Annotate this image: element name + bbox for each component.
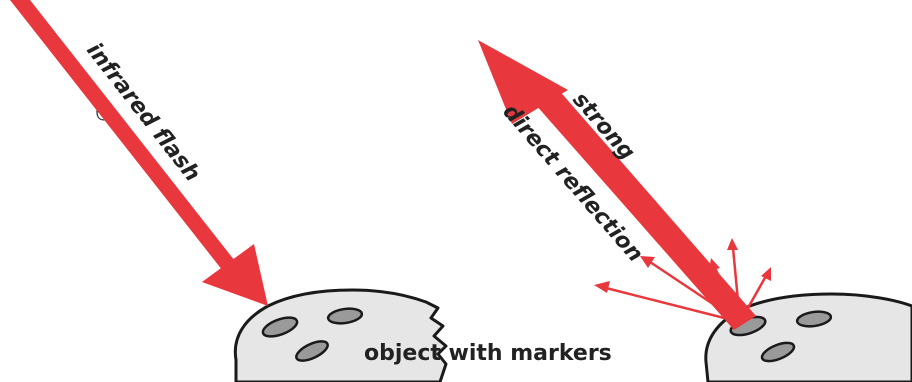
scatter-arrow-head bbox=[594, 281, 610, 293]
infrared-flash-arrow-shaft bbox=[10, 0, 242, 280]
left-object-body bbox=[233, 288, 448, 382]
left-object bbox=[233, 288, 448, 382]
scatter-arrow-head bbox=[640, 256, 655, 268]
marker-dot bbox=[795, 310, 833, 328]
marker-dot bbox=[261, 316, 299, 338]
scatter-arrow-head bbox=[727, 238, 738, 250]
scatter-arrow bbox=[605, 286, 741, 324]
marker-dot bbox=[295, 340, 329, 362]
infrared-flash-arrow-head bbox=[202, 244, 268, 306]
marker-dot bbox=[760, 341, 796, 363]
marker-dot bbox=[326, 307, 364, 325]
scatter-arrow-head bbox=[761, 267, 771, 281]
direct-reflection-arrow bbox=[478, 40, 756, 330]
direct-reflection-arrow-shaft bbox=[528, 80, 756, 330]
direct-reflection-arrow-head bbox=[478, 40, 568, 124]
infrared-flash-arrow bbox=[10, 0, 268, 306]
object-with-markers-caption: object with markers bbox=[364, 341, 612, 366]
right-object bbox=[704, 292, 912, 382]
